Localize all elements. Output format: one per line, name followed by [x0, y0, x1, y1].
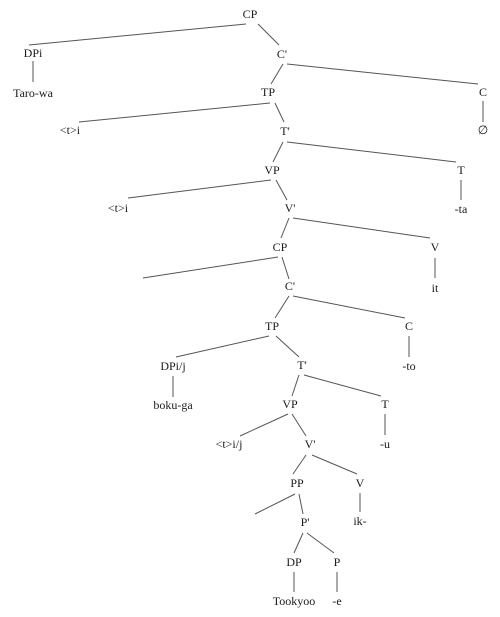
branch-tbar-vp: [272, 141, 284, 163]
node-dp-subject: DPi: [24, 46, 43, 60]
trace-i-2: <t>i: [108, 201, 129, 215]
trace-i-1: <t>i: [60, 123, 81, 137]
node-v-embedded: V: [356, 476, 365, 490]
branch-tp-tbar-emb: [275, 335, 300, 358]
branch-vbar-cp: [280, 217, 290, 239]
node-v-bar-matrix: V': [285, 201, 296, 215]
branch-vp-vbar-emb: [291, 413, 307, 437]
word-taro-wa: Taro-wa: [13, 86, 53, 100]
word-boku-ga: boku-ga: [153, 398, 193, 412]
node-c-bar-root: C': [277, 47, 287, 61]
tree-branches: [28, 23, 484, 592]
morpheme-ik: ik-: [353, 514, 366, 528]
null-complementizer: ∅: [478, 123, 488, 137]
morpheme-it: it: [432, 281, 439, 295]
branch-vbar-v-emb: [311, 454, 358, 475]
node-cp-root: CP: [243, 7, 258, 21]
branch-pbar-dp: [293, 532, 304, 554]
branch-cbar-tp: [270, 63, 284, 85]
morpheme-ta: -ta: [455, 202, 468, 216]
branch-cp-spec: [142, 256, 279, 279]
node-t-matrix: T: [457, 163, 465, 177]
branch-tbar-t-emb: [303, 374, 382, 397]
branch-tp-tbar: [274, 102, 285, 123]
trace-ij: <t>i/j: [216, 437, 243, 451]
node-c-bar-embedded: C': [285, 279, 295, 293]
branch-tp-dp-emb: [175, 335, 270, 358]
branch-tbar-t: [286, 141, 457, 163]
branch-cbar-c-emb: [292, 295, 406, 319]
branch-vbar-pp: [292, 454, 307, 475]
node-dp-embedded: DPi/j: [160, 359, 185, 373]
tree-labels: CP DPi Taro-wa C' TP C ∅ <t>i T' VP T -t…: [13, 7, 488, 608]
branch-vp-trace: [127, 179, 272, 199]
branch-pp-spec: [254, 493, 296, 515]
node-p-bar: P': [301, 515, 310, 529]
branch-pp-pbar: [298, 493, 304, 515]
node-t-bar-matrix: T': [280, 124, 290, 138]
branch-tp-trace: [78, 102, 271, 123]
word-tookyoo: Tookyoo: [273, 594, 316, 608]
morpheme-e: -e: [332, 594, 341, 608]
node-v-matrix: V: [431, 240, 440, 254]
node-tp-embedded: TP: [265, 319, 279, 333]
branch-tbar-vp-emb: [291, 374, 300, 397]
morpheme-to: -to: [402, 359, 415, 373]
branch-cp-cbar-emb: [281, 256, 290, 280]
branch-vp-trace-emb: [239, 413, 289, 437]
node-t-embedded: T: [381, 397, 389, 411]
branch-cbar-tp-emb: [274, 295, 290, 319]
branch-cbar-c: [286, 63, 479, 85]
node-v-bar-embedded: V': [305, 437, 316, 451]
node-cp-embedded: CP: [273, 240, 288, 254]
branch-pbar-p: [306, 532, 335, 554]
morpheme-u: -u: [380, 437, 390, 451]
branch-cp-cbar: [257, 23, 280, 46]
node-c-matrix: C: [479, 85, 487, 99]
node-vp-matrix: VP: [264, 163, 280, 177]
branch-vbar-v: [292, 217, 431, 239]
node-t-bar-embedded: T': [297, 358, 307, 372]
node-p-head: P: [334, 555, 341, 569]
node-pp: PP: [290, 476, 304, 490]
branch-cp-dp: [28, 23, 247, 46]
node-dp-object: DP: [286, 555, 302, 569]
node-c-embedded: C: [405, 319, 413, 333]
branch-vp-vbar: [275, 179, 288, 201]
node-tp-matrix: TP: [261, 85, 275, 99]
node-vp-embedded: VP: [282, 397, 298, 411]
